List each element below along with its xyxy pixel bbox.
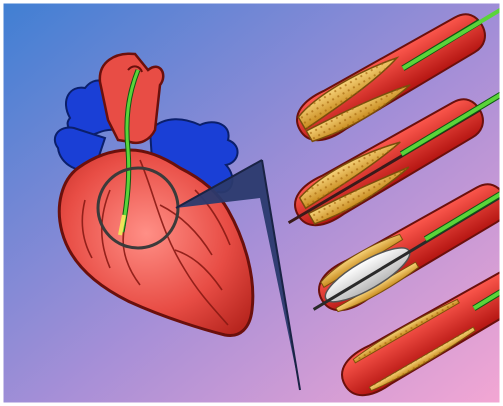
illustration-frame xyxy=(0,0,503,406)
angioplasty-illustration xyxy=(0,0,503,406)
